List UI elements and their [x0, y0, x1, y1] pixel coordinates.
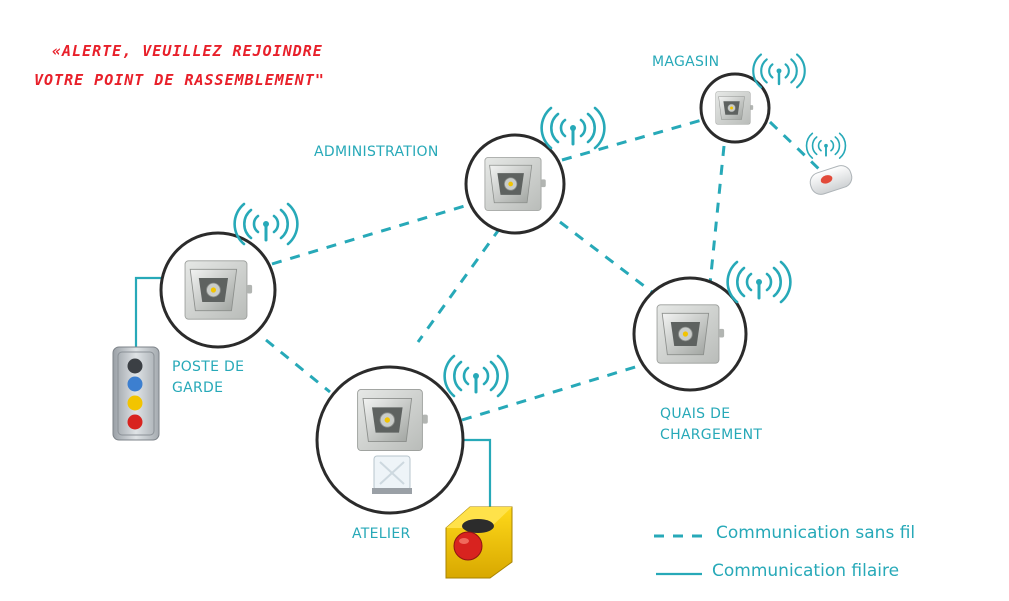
wifi-signal-icon	[443, 354, 509, 398]
remote-control-icon	[809, 165, 853, 195]
wifi-signal-icon	[752, 53, 806, 89]
alert-message-line-1: «ALERTE, VEUILLEZ REJOINDRE	[52, 42, 323, 60]
wired-links	[134, 276, 492, 512]
label-poste-line-2: GARDE	[172, 380, 224, 396]
label-poste-de-garde: POSTE DE GARDE	[172, 357, 244, 399]
legend-wired-label: Communication filaire	[712, 561, 900, 581]
label-poste-line-1: POSTE DE	[172, 359, 245, 375]
link-administration-quais	[559, 220, 653, 294]
label-magasin: MAGASIN	[652, 52, 719, 73]
legend-wireless-label: Communication sans fil	[716, 523, 916, 543]
link-poste-atelier	[265, 338, 331, 394]
link-magasin-quais	[708, 145, 726, 285]
siren-quais-de-chargement	[632, 276, 748, 392]
wifi-signal-icon	[805, 132, 847, 160]
label-quais-line-1: QUAIS DE	[660, 406, 731, 422]
siren-poste-de-garde	[159, 231, 277, 349]
link-magasin-remote	[768, 120, 822, 172]
link-atelier-quais	[461, 362, 646, 422]
label-atelier: ATELIER	[352, 524, 411, 545]
siren-administration	[464, 133, 566, 235]
alert-message-line-2: VOTRE POINT DE RASSEMBLEMENT"	[34, 71, 325, 89]
link-poste-station	[134, 276, 162, 347]
strobe-beacon-icon	[372, 455, 412, 494]
link-poste-administration	[271, 203, 469, 266]
link-administration-magasin	[561, 118, 703, 162]
wifi-signal-icon	[726, 260, 792, 304]
wifi-signal-icon	[540, 106, 606, 150]
label-atelier-line-1: ATELIER	[352, 526, 411, 542]
label-quais-de-chargement: QUAIS DE CHARGEMENT	[660, 404, 762, 446]
pushbutton-station-icon	[112, 346, 160, 441]
link-atelier-button	[452, 438, 492, 512]
label-magasin-line-1: MAGASIN	[652, 54, 720, 70]
link-administration-atelier	[416, 227, 502, 343]
siren-atelier	[315, 365, 465, 515]
label-administration-line-1: ADMINISTRATION	[314, 144, 439, 160]
label-quais-line-2: CHARGEMENT	[660, 427, 763, 443]
label-administration: ADMINISTRATION	[314, 142, 439, 163]
emergency-button-icon	[445, 506, 513, 579]
siren-magasin	[699, 72, 771, 144]
wireless-links	[265, 118, 822, 422]
